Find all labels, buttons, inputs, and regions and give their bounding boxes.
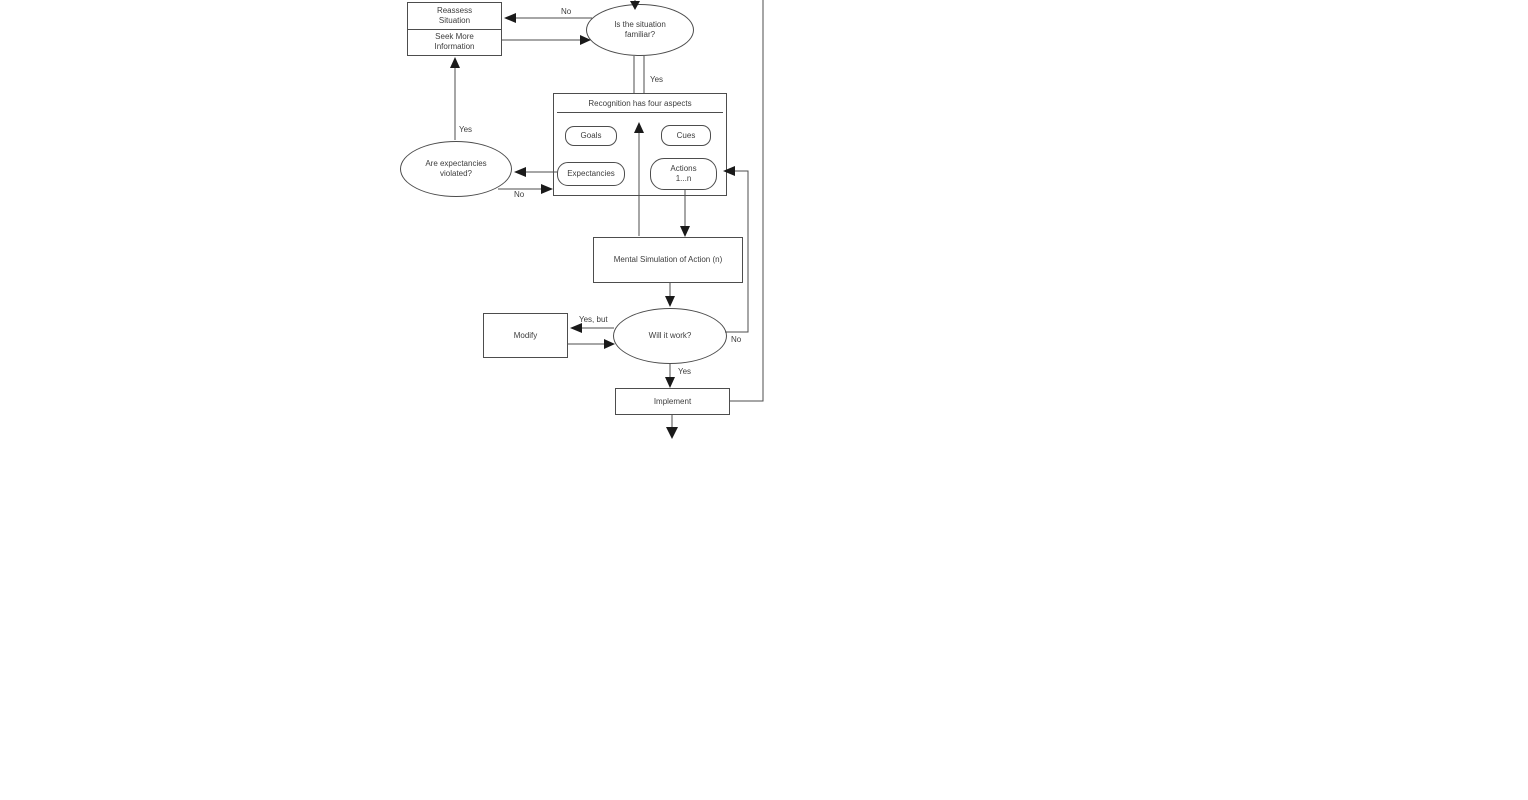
actions-label-line1: Actions	[670, 164, 697, 173]
are-expectancies-violated-label-line1: Are expectancies	[425, 159, 487, 168]
arrow-implement-exit	[666, 415, 678, 439]
arrow-mental-simulation-to-will-it-work	[665, 283, 675, 307]
reassess-situation-cell: Reassess Situation	[408, 3, 501, 30]
is-situation-familiar-ellipse: Is the situation familiar?	[586, 4, 694, 56]
reassess-situation-label-line2: Situation	[438, 15, 471, 25]
cues-label: Cues	[676, 130, 696, 140]
modify-box: Modify	[483, 313, 568, 358]
arrow-modify-to-will-it-work	[568, 339, 615, 349]
arrow-reassess-to-familiar	[502, 35, 591, 45]
expectancies-node: Expectancies	[557, 162, 625, 186]
recognition-aspects-title: Recognition has four aspects	[557, 94, 723, 113]
edge-label-familiar-no: No	[561, 7, 572, 16]
edge-label-will-it-work-yes-but: Yes, but	[579, 315, 608, 324]
edge-label-familiar-yes: Yes	[650, 75, 664, 84]
are-expectancies-violated-label-line2: violated?	[439, 169, 473, 178]
arrow-will-it-work-to-modify-yes-but	[570, 323, 614, 333]
mental-simulation-label: Mental Simulation of Action (n)	[613, 255, 723, 264]
mental-simulation-box: Mental Simulation of Action (n)	[593, 237, 743, 283]
seek-more-information-cell: Seek More Information	[408, 30, 501, 56]
actions-label-line2: 1...n	[675, 174, 692, 183]
reassess-situation-box: Reassess Situation Seek More Information	[407, 2, 502, 56]
arrow-violated-to-recognition-no	[498, 184, 553, 194]
arrow-expectancies-to-violated	[514, 167, 557, 177]
will-it-work-ellipse: Will it work?	[613, 308, 727, 364]
edge-label-will-it-work-yes: Yes	[678, 367, 692, 376]
connector-familiar-to-recognition-yes	[633, 56, 645, 93]
actions-node: Actions 1...n	[650, 158, 717, 190]
are-expectancies-violated-ellipse: Are expectancies violated?	[400, 141, 512, 197]
edge-label-will-it-work-no: No	[731, 335, 742, 344]
edge-label-violated-yes: Yes	[459, 125, 473, 134]
edge-label-violated-no: No	[514, 190, 525, 199]
is-situation-familiar-label-line1: Is the situation	[614, 20, 666, 29]
arrow-familiar-to-reassess-no	[504, 13, 592, 23]
is-situation-familiar-label-line2: familiar?	[624, 30, 656, 39]
goals-node: Goals	[565, 126, 617, 146]
arrow-actions-to-mental-simulation	[680, 190, 690, 237]
implement-box: Implement	[615, 388, 730, 415]
implement-label: Implement	[653, 396, 692, 406]
will-it-work-label: Will it work?	[648, 331, 692, 340]
reassess-situation-label-line1: Reassess	[436, 5, 473, 15]
expectancies-label: Expectancies	[567, 169, 615, 178]
modify-label: Modify	[513, 330, 538, 340]
cues-node: Cues	[661, 125, 711, 146]
seek-more-information-label-line1: Seek More	[435, 32, 474, 42]
arrow-will-it-work-to-implement-yes	[665, 364, 675, 388]
seek-more-information-label-line2: Information	[434, 42, 475, 52]
goals-label: Goals	[580, 131, 602, 140]
